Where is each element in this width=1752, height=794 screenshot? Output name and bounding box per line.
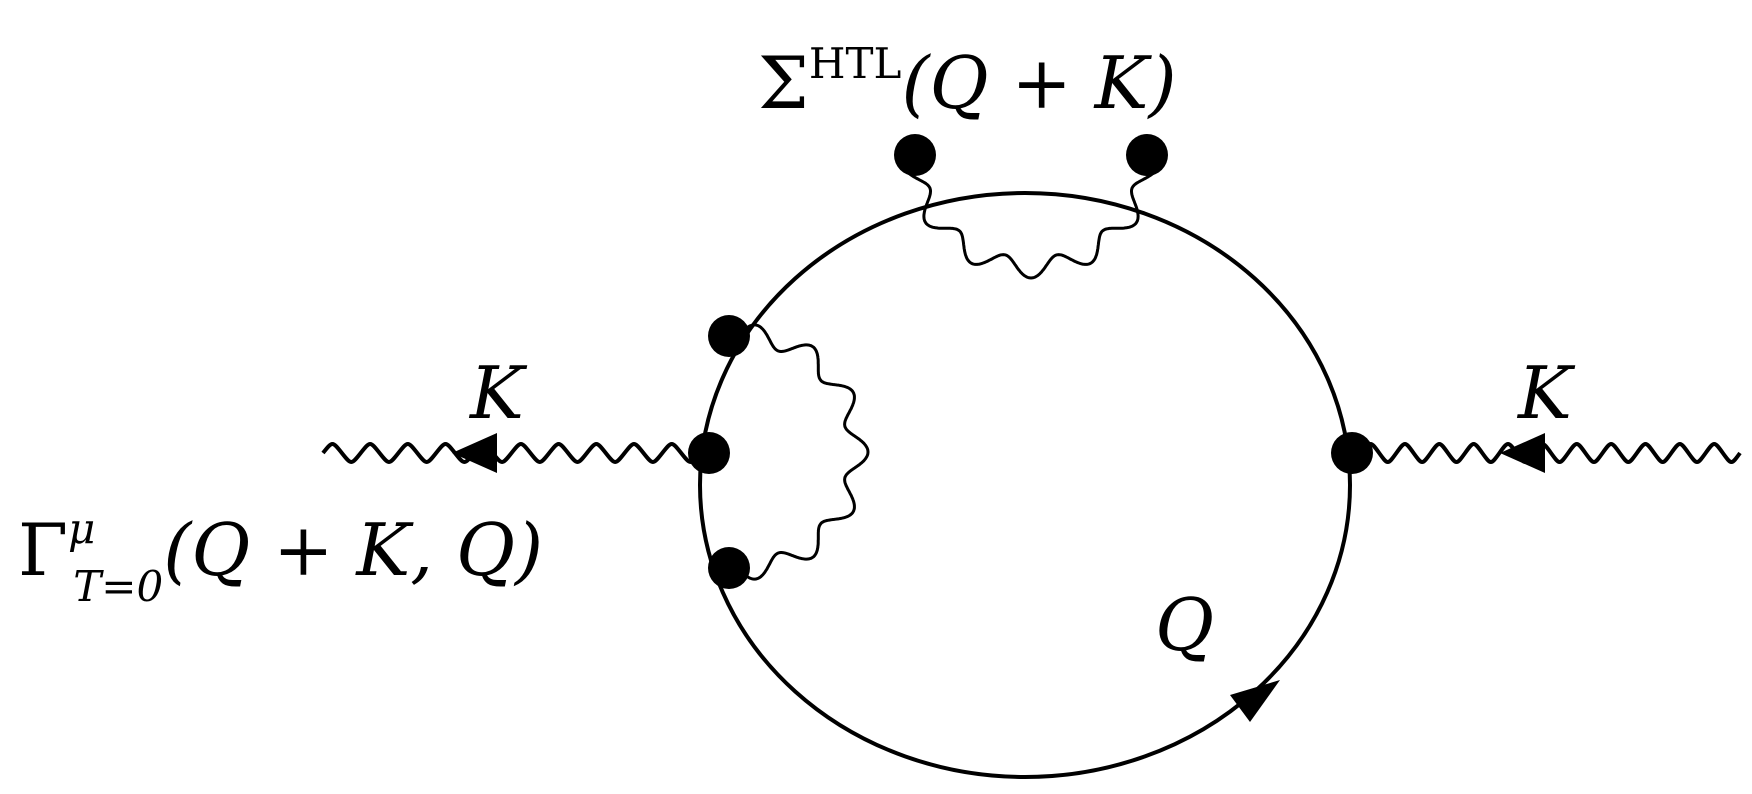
vertex-left-middle — [688, 432, 730, 474]
self-energy-photon-top — [902, 148, 1160, 280]
momentum-label-loop: Q — [1155, 583, 1214, 667]
fermion-loop — [698, 191, 1352, 779]
vertex-left-upper — [708, 315, 750, 357]
vertex-right — [1331, 432, 1373, 474]
vertex-photon-left — [738, 323, 870, 581]
external-photon-left — [321, 442, 702, 464]
arrow-right-photon — [1500, 433, 1545, 473]
momentum-label-left: K — [468, 351, 528, 435]
external-photon-right — [1360, 442, 1742, 464]
arrow-left-photon — [452, 433, 497, 473]
self-energy-label: ΣHTL(Q + K) — [758, 39, 1177, 125]
vertex-top-left — [894, 134, 936, 176]
arrow-loop — [1230, 680, 1280, 722]
momentum-label-right: K — [1516, 351, 1576, 435]
vertex-top-right — [1126, 134, 1168, 176]
vertex-left-lower — [708, 547, 750, 589]
